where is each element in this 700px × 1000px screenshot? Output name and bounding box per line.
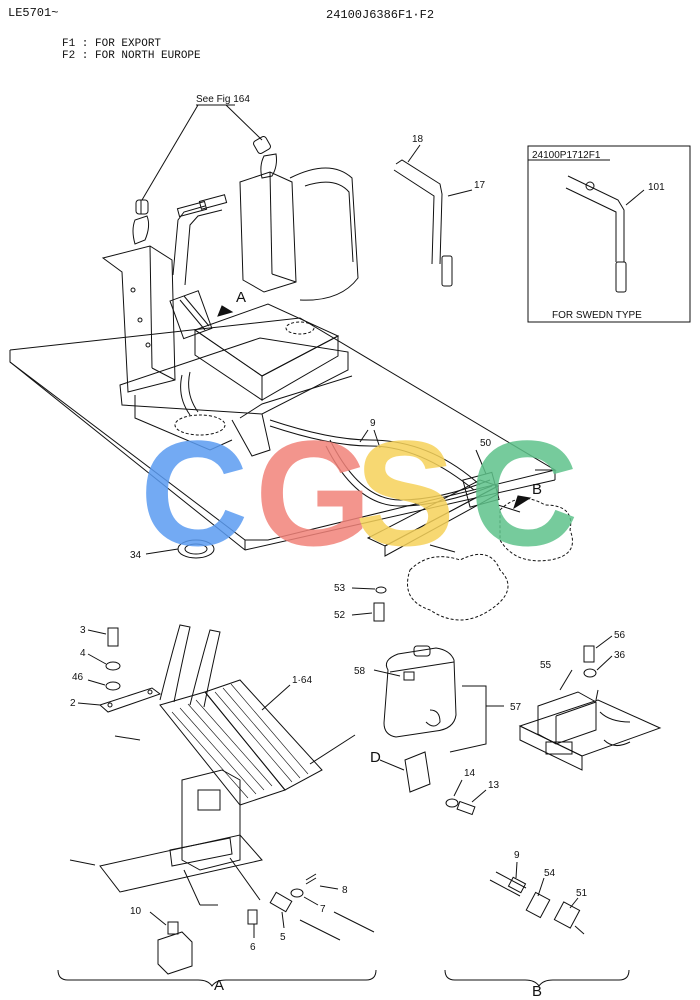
inset-frame: [527, 145, 691, 323]
label-8: 8: [342, 885, 348, 896]
pin-6: [247, 909, 258, 925]
cable-assembly: [269, 419, 493, 507]
label-14: 14: [464, 768, 476, 779]
label-13: 13: [488, 780, 500, 791]
note-f1: F1 : FOR EXPORT: [62, 38, 162, 50]
bolt-52: [373, 602, 385, 622]
floor-plate: [9, 317, 557, 551]
bracket-50: [366, 449, 500, 557]
watermark-letter: C: [140, 409, 248, 577]
cotter-pin-8: [305, 873, 317, 885]
label-57: 57: [510, 702, 522, 713]
view-label-a-top: A: [236, 289, 246, 306]
watermark-letter: C: [470, 409, 578, 577]
label-55: 55: [540, 660, 552, 671]
label-10: 10: [130, 906, 142, 917]
label-51: 51: [576, 888, 588, 899]
label-56: 56: [614, 630, 626, 641]
label-58: 58: [354, 666, 366, 677]
label-9-b: 9: [514, 850, 520, 861]
see-fig-ref: See Fig 164: [196, 94, 250, 105]
washer-36: [583, 668, 597, 678]
label-53: 53: [334, 583, 346, 594]
nut-7: [290, 888, 304, 898]
label-52: 52: [334, 610, 346, 621]
view-label-b: B: [532, 983, 542, 1000]
seat-assembly: [101, 136, 359, 457]
control-lever-17: [393, 144, 473, 287]
label-9: 9: [370, 418, 376, 429]
label-17: 17: [474, 180, 486, 191]
washer-14: [445, 798, 459, 808]
note-f2: F2 : FOR NORTH EUROPE: [62, 50, 201, 62]
arrow-b: [513, 495, 532, 510]
label-34: 34: [130, 550, 142, 561]
inset-caption: FOR SWEDN TYPE: [552, 310, 642, 321]
bolt-56: [583, 645, 595, 663]
label-18: 18: [412, 134, 424, 145]
bolt-3: [107, 627, 119, 647]
view-label-a: A: [214, 977, 224, 994]
fitting-assembly-b: [489, 861, 585, 935]
label-46: 46: [72, 672, 84, 683]
watermark-letter: G: [255, 409, 372, 577]
switch-10: [149, 911, 193, 975]
label-1-64: 1·64: [292, 675, 312, 686]
arrow-a: [217, 305, 234, 317]
bracket-d: [379, 751, 431, 793]
reservoir-tank: [373, 645, 504, 753]
label-7: 7: [320, 904, 326, 915]
header-left-code: LE5701~: [8, 6, 59, 20]
label-101: 101: [648, 182, 665, 193]
brace-view-b: [444, 969, 630, 987]
brace-view-a: [57, 969, 377, 987]
inset-title: 24100P1712F1: [532, 150, 601, 161]
view-label-b-top: B: [532, 481, 542, 498]
washer-53: [375, 586, 387, 594]
control-lever-101: [565, 175, 645, 293]
watermark-letter: S: [355, 409, 455, 577]
view-label-d: D: [370, 749, 381, 766]
clevis-5: [269, 891, 293, 913]
label-6: 6: [250, 942, 256, 953]
bolt-13: [456, 800, 476, 816]
label-4: 4: [80, 648, 86, 659]
pedal-assembly: [69, 624, 356, 906]
part-labels: See Fig 164 24100P1712F1 FOR SWEDN TYPE …: [70, 94, 665, 1000]
washer-46: [105, 681, 121, 691]
label-5: 5: [280, 932, 286, 943]
label-36: 36: [614, 650, 626, 661]
label-50: 50: [480, 438, 492, 449]
label-3: 3: [80, 625, 86, 636]
nut-4: [105, 661, 121, 671]
bracket-2: [77, 687, 162, 713]
header-part-number: 24100J6386F1·F2: [326, 8, 435, 22]
label-2: 2: [70, 698, 76, 709]
relay-plate-55: [518, 669, 662, 771]
label-54: 54: [544, 868, 556, 879]
